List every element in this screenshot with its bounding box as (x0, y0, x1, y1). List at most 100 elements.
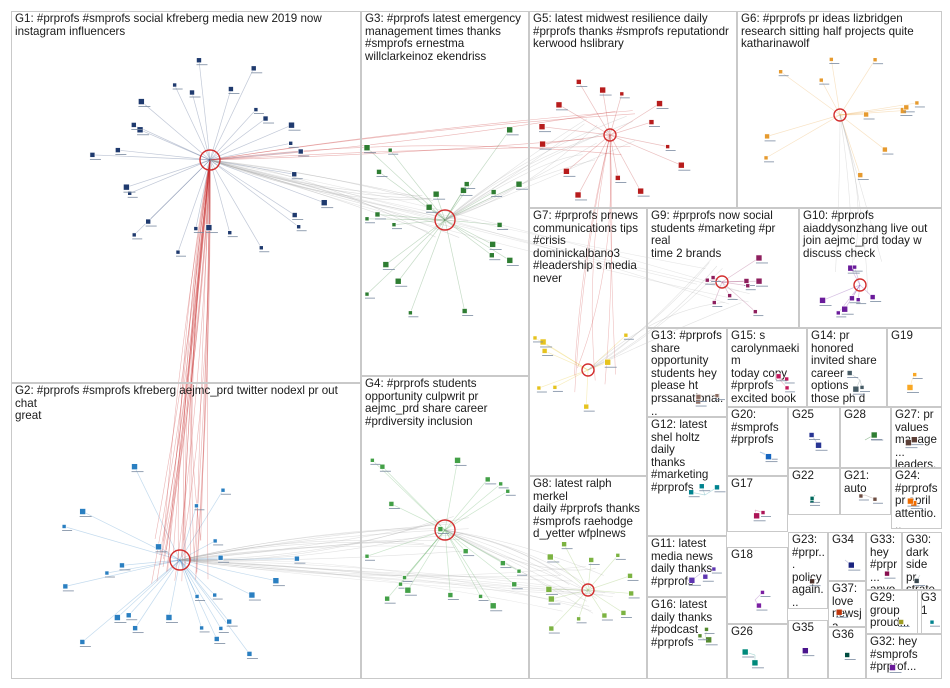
edge (444, 479, 488, 531)
edge (106, 559, 181, 574)
node (541, 348, 548, 354)
edge (179, 559, 198, 597)
edge (134, 559, 181, 629)
node (695, 394, 702, 400)
node (763, 155, 769, 161)
edge (209, 159, 299, 228)
edge (854, 267, 861, 286)
edge (563, 544, 589, 591)
node (905, 439, 912, 446)
node (61, 524, 67, 529)
inter-group-edge (159, 159, 211, 566)
inter-group-edge (179, 559, 563, 612)
inter-group-edge (444, 529, 587, 602)
node (437, 526, 444, 532)
node (138, 98, 145, 105)
inter-group-edge (591, 134, 611, 381)
group-box-g31: G31 (917, 590, 942, 634)
edge (444, 460, 458, 531)
node (727, 293, 732, 298)
node (760, 590, 765, 595)
group-box-g5: G5: latest midwest resilience daily #prp… (529, 11, 737, 208)
node (104, 570, 110, 576)
group-box-g34: G34 (828, 532, 866, 581)
node (127, 190, 133, 196)
group-label-g31: G31 (921, 591, 937, 617)
group-box-g21: G21: auto (840, 468, 891, 515)
edge (444, 219, 466, 312)
inter-group-edge (179, 519, 439, 561)
inter-group-edge (163, 159, 211, 541)
node (863, 111, 869, 118)
inter-group-edge (200, 159, 211, 541)
inter-group-edge (444, 529, 570, 585)
group-box-g22: G22 (788, 468, 840, 515)
edge (578, 81, 611, 136)
group-label-g21: G21: auto (844, 469, 870, 495)
edge (174, 84, 211, 161)
group-label-g15: G15: s carolynmaekim today copy #prprofs… (731, 329, 800, 406)
inter-group-edge (444, 529, 596, 571)
edge (366, 529, 446, 557)
edge (179, 559, 230, 622)
node (425, 203, 433, 211)
inter-group-edge (195, 159, 211, 580)
node (841, 305, 848, 313)
edge (133, 124, 211, 161)
inter-group-edge (444, 529, 564, 593)
node (460, 187, 467, 194)
node (250, 65, 257, 72)
node (384, 595, 390, 602)
edge (444, 219, 510, 261)
group-box-g10: G10: #prprofs aiaddysonzhang live out jo… (799, 208, 942, 328)
edge (609, 93, 623, 136)
node (819, 297, 826, 304)
node (872, 496, 878, 502)
inter-group-edge (209, 159, 419, 200)
node (272, 577, 280, 584)
node (490, 189, 497, 195)
inter-group-edge (209, 159, 706, 270)
edge (587, 334, 627, 371)
group-label-g28: G28 (844, 408, 866, 421)
node (489, 252, 495, 259)
node (809, 578, 815, 585)
node (505, 488, 511, 494)
node (196, 57, 202, 64)
inter-group-edge (179, 528, 442, 561)
node (710, 275, 716, 280)
node (903, 104, 910, 111)
node (515, 180, 523, 188)
node (907, 497, 914, 505)
inter-group-edge (587, 258, 713, 371)
inter-group-edge (179, 559, 587, 577)
node (859, 385, 865, 390)
edge (587, 589, 632, 594)
edge (435, 194, 446, 221)
edge (839, 107, 907, 116)
edge (765, 114, 841, 159)
node (461, 308, 468, 314)
node (217, 554, 224, 561)
group-label-g14: G14: pr honored invited share career opt… (811, 329, 877, 406)
group-box-g8: G8: latest ralph merkel daily #prprofs t… (529, 476, 647, 679)
node (741, 648, 749, 656)
edge (587, 589, 605, 616)
node (808, 432, 815, 438)
node (364, 553, 370, 559)
inter-group-edge (179, 527, 418, 561)
node (906, 384, 914, 391)
node (364, 216, 370, 222)
node (702, 573, 709, 580)
inter-group-edge (177, 159, 211, 560)
hub-loop-g9 (715, 275, 729, 289)
node (119, 562, 125, 569)
group-label-g30: G30: dark side pr strate... (906, 533, 939, 590)
edge (839, 114, 867, 116)
node (132, 625, 138, 631)
node (123, 183, 130, 191)
group-label-g22: G22 (792, 469, 814, 482)
node (884, 570, 890, 577)
edge (209, 151, 301, 161)
